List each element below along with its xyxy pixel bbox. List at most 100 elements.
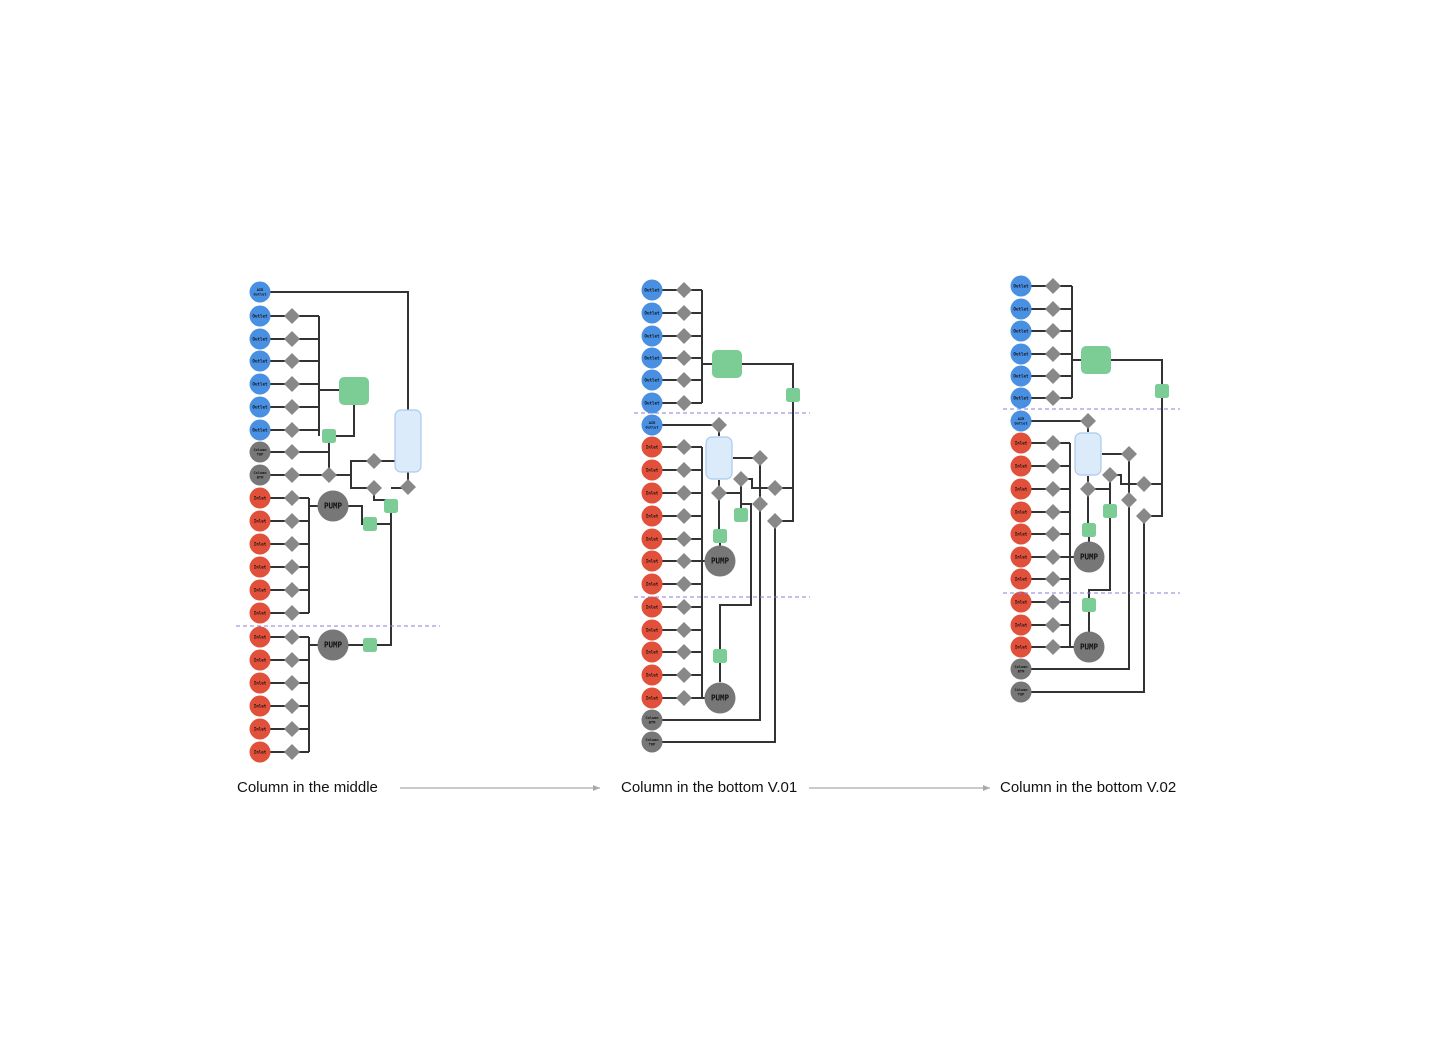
inlet-port [249, 533, 271, 555]
sensor-icon [322, 429, 336, 443]
valve-icon [1045, 617, 1061, 633]
air-outlet-port [249, 281, 271, 303]
outlet-port [641, 392, 663, 414]
inlet-port [249, 556, 271, 578]
inlet-port-label: Inlet [1015, 440, 1028, 445]
inlet-port [641, 573, 663, 595]
pipe-line [1111, 359, 1163, 391]
inlet-port [641, 505, 663, 527]
vessel-icon [394, 409, 422, 473]
inlet-port-label: Inlet [254, 564, 267, 569]
column-top-port [1010, 681, 1032, 703]
outlet-port-label: Outlet [644, 355, 660, 360]
inlet-port [1010, 636, 1032, 658]
sensor-icon [363, 517, 377, 531]
valve-icon [676, 395, 692, 411]
pump-label: PUMP [711, 557, 730, 566]
pump-icon [1073, 541, 1105, 573]
vessel-icon [705, 436, 733, 480]
valve-icon [676, 439, 692, 455]
inlet-port [1010, 614, 1032, 636]
outlet-port [641, 369, 663, 391]
inlet-port-label: Inlet [1015, 531, 1028, 536]
inlet-port-label: Inlet [646, 513, 659, 518]
sensor-icon [363, 638, 377, 652]
outlet-port [1010, 298, 1032, 320]
inlet-port-label: Inlet [646, 604, 659, 609]
pipe-line [1021, 500, 1130, 670]
vessel-icon [1074, 432, 1102, 476]
inlet-port [249, 695, 271, 717]
valve-icon [1080, 413, 1096, 429]
valve-icon [284, 582, 300, 598]
inlet-port-label: Inlet [254, 518, 267, 523]
outlet-port [249, 419, 271, 441]
inlet-port [1010, 478, 1032, 500]
valve-icon [676, 553, 692, 569]
valve-icon [366, 480, 382, 496]
inlet-port [641, 619, 663, 641]
valve-icon [321, 467, 337, 483]
valve-icon [676, 508, 692, 524]
valve-icon [284, 467, 300, 483]
valve-icon [676, 599, 692, 615]
pump-label: PUMP [1080, 643, 1099, 652]
inlet-port [1010, 591, 1032, 613]
valve-icon [1121, 492, 1137, 508]
inlet-port [249, 626, 271, 648]
valve-icon [284, 376, 300, 392]
valve-icon [1045, 639, 1061, 655]
inlet-port-label: Inlet [254, 610, 267, 615]
pipe-line [1021, 516, 1145, 693]
inlet-port-label: Inlet [254, 634, 267, 639]
sensor-icon [734, 508, 748, 522]
valve-icon [676, 282, 692, 298]
valve-icon [676, 462, 692, 478]
inlet-port [249, 602, 271, 624]
outlet-port [1010, 365, 1032, 387]
outlet-port-label: Outlet [252, 381, 268, 386]
valve-icon [1045, 571, 1061, 587]
valve-icon [1045, 458, 1061, 474]
valve-icon [711, 485, 727, 501]
valve-icon [1045, 390, 1061, 406]
inlet-port [249, 741, 271, 763]
pump-label: PUMP [1080, 553, 1099, 562]
outlet-port [1010, 387, 1032, 409]
valve-icon [1045, 278, 1061, 294]
valve-icon [1136, 508, 1152, 524]
valve-icon [284, 444, 300, 460]
valve-icon [284, 744, 300, 760]
pump-icon [704, 682, 736, 714]
inlet-port [1010, 432, 1032, 454]
inlet-port [1010, 501, 1032, 523]
outlet-port [641, 279, 663, 301]
valve-icon [284, 536, 300, 552]
outlet-port [641, 347, 663, 369]
inlet-port [641, 482, 663, 504]
caption-column-in-the-bottom-v01: Column in the bottom V.01 [621, 779, 798, 796]
sensor-icon [1155, 384, 1169, 398]
valve-icon [1045, 435, 1061, 451]
outlet-port [249, 396, 271, 418]
column-bottom-port [249, 464, 271, 486]
inlet-port-label: Inlet [1015, 622, 1028, 627]
sensor-icon [1082, 523, 1096, 537]
valve-icon [1045, 301, 1061, 317]
inlet-port [641, 687, 663, 709]
valve-icon [284, 331, 300, 347]
inlet-port [249, 579, 271, 601]
inlet-port [641, 664, 663, 686]
inlet-port-label: Inlet [646, 695, 659, 700]
valve-icon [676, 622, 692, 638]
conductivity-sensor-icon [712, 350, 742, 378]
valve-icon [284, 353, 300, 369]
valve-icon [1102, 467, 1118, 483]
outlet-port-label: Outlet [644, 400, 660, 405]
